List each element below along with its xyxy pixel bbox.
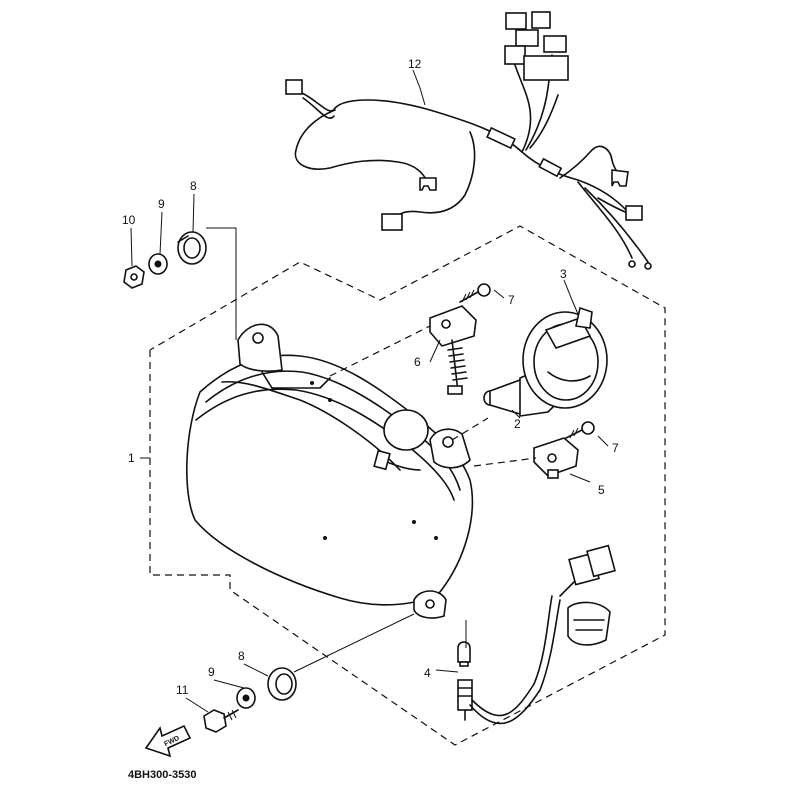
adjuster-bracket-upper	[429, 305, 477, 395]
side-connector	[559, 544, 616, 646]
callout-ticks	[130, 193, 269, 713]
connector-top-2	[531, 11, 551, 29]
callout-8-upper: 8	[190, 179, 197, 193]
nut-upper	[123, 265, 145, 289]
callout-2: 2	[514, 417, 521, 431]
callout-7-upper: 7	[508, 293, 515, 307]
wire-harness	[285, 11, 652, 270]
grommet-upper	[177, 231, 207, 265]
callout-6: 6	[414, 355, 421, 369]
headlight-housing	[185, 323, 474, 619]
connector-fork	[419, 177, 437, 191]
connector-top-3	[515, 29, 539, 47]
callout-9-lower: 9	[208, 665, 215, 679]
callout-7-lower: 7	[612, 441, 619, 455]
bolt-lower	[203, 709, 239, 733]
connector-top-4	[543, 35, 567, 53]
assembly-boundary	[149, 225, 666, 746]
callout-9-upper: 9	[158, 197, 165, 211]
grommet-lower-leader	[293, 613, 415, 673]
position-bulb	[457, 595, 561, 725]
bulb-socket	[522, 306, 608, 409]
grommet-lower	[267, 667, 297, 701]
adjuster-bracket-lower	[533, 437, 579, 479]
diagram-code: 4BH300-3530	[128, 769, 197, 781]
connector-top-5	[504, 45, 526, 65]
collar-upper	[148, 253, 168, 275]
screw-lower	[565, 421, 595, 439]
forward-arrow-icon: FWD	[144, 724, 192, 758]
callout-5: 5	[598, 483, 605, 497]
connector-top-main	[523, 55, 569, 81]
connector-right-fork	[611, 169, 629, 187]
callout-4: 4	[424, 666, 431, 680]
leader-lines	[140, 69, 609, 673]
callout-10: 10	[122, 213, 136, 227]
callout-3: 3	[560, 267, 567, 281]
grommet-upper-leader	[206, 227, 237, 340]
callout-8-lower: 8	[238, 649, 245, 663]
callout-1: 1	[128, 451, 135, 465]
collar-lower	[236, 687, 256, 709]
screw-upper	[459, 283, 491, 303]
connector-left	[285, 79, 303, 95]
callout-12: 12	[408, 57, 422, 71]
connector-lower	[381, 213, 403, 231]
callout-11: 11	[176, 683, 189, 697]
connector-right	[625, 205, 643, 221]
connector-top-1	[505, 12, 527, 30]
